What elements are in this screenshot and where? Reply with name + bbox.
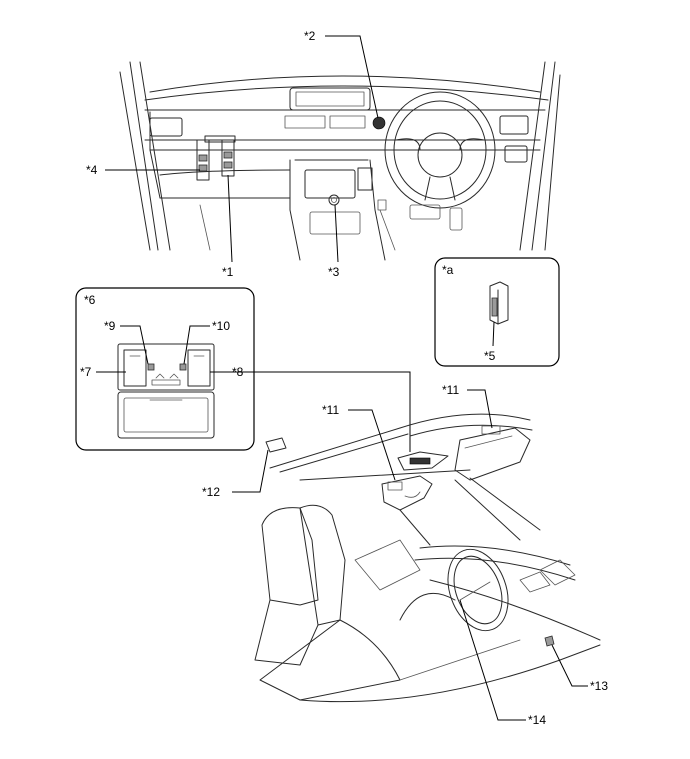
callout-11-left: *11 <box>322 403 339 417</box>
instrument-panel-illustration <box>119 61 561 261</box>
callout-5: *5 <box>484 349 496 363</box>
callout-1: *1 <box>222 265 234 279</box>
callout-6: *6 <box>84 293 96 307</box>
callout-7: *7 <box>80 365 92 379</box>
component-5-illustration <box>489 281 509 325</box>
callout-labels: *2 *4 *1 *3 *a *5 *6 *9 *10 *7 *8 *11 *1… <box>80 29 608 727</box>
callout-2: *2 <box>304 29 316 43</box>
callout-10: *10 <box>212 319 230 333</box>
callout-3: *3 <box>328 265 340 279</box>
callout-9: *9 <box>104 319 116 333</box>
leader-lines-top <box>105 35 379 263</box>
vehicle-interior-illustration <box>254 413 601 703</box>
inset-a-box <box>434 257 560 367</box>
overhead-console-illustration <box>117 343 215 439</box>
callout-14: *14 <box>528 713 546 727</box>
callout-12: *12 <box>202 485 220 499</box>
callout-8: *8 <box>232 365 244 379</box>
junction-block-components <box>196 135 236 181</box>
inset-6-box <box>75 287 411 452</box>
callout-a: *a <box>442 263 454 277</box>
callout-11-right: *11 <box>442 383 459 397</box>
callout-13: *13 <box>590 679 608 693</box>
leader-lines-bottom <box>232 389 588 721</box>
callout-4: *4 <box>86 163 98 177</box>
